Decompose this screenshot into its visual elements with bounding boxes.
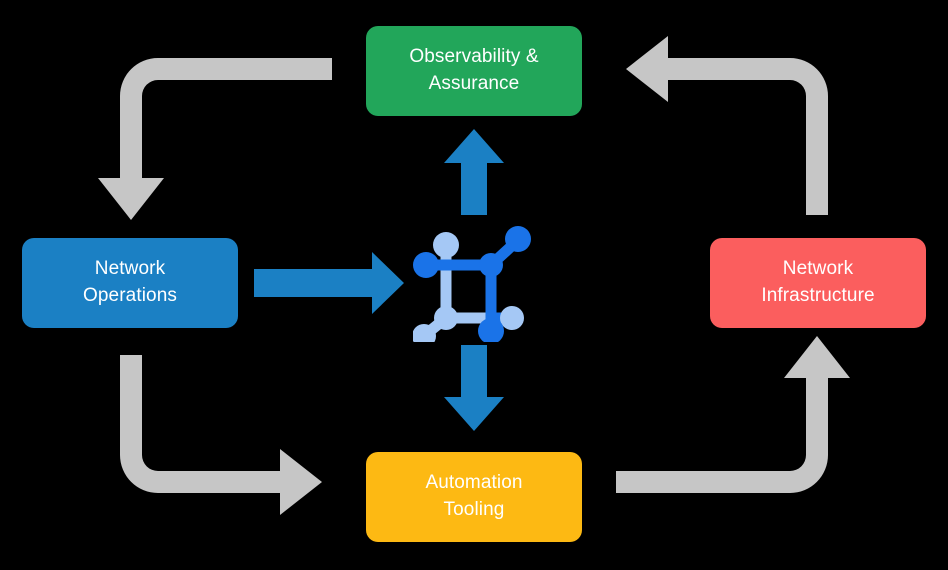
node-infrastructure-label: Network Infrastructure xyxy=(761,258,875,306)
arrow-observability-to-operations xyxy=(98,58,332,220)
arrow-infrastructure-to-observability xyxy=(626,36,828,215)
arrow-center-to-observability xyxy=(444,129,504,215)
node-observability-assurance[interactable]: Observability & Assurance xyxy=(366,26,582,116)
node-observability-label: Observability & Assurance xyxy=(409,46,539,94)
arrow-operations-to-center xyxy=(254,252,404,314)
arrow-center-to-automation xyxy=(444,345,504,431)
arrow-automation-to-infrastructure xyxy=(616,336,850,493)
network-topology-icon xyxy=(413,226,531,342)
node-automation-tooling[interactable]: Automation Tooling xyxy=(366,452,582,542)
arrow-operations-to-automation xyxy=(120,355,322,515)
node-operations-label: Network Operations xyxy=(83,258,177,306)
node-automation-label: Automation Tooling xyxy=(425,472,523,520)
node-network-infrastructure[interactable]: Network Infrastructure xyxy=(710,238,926,328)
node-network-operations[interactable]: Network Operations xyxy=(22,238,238,328)
